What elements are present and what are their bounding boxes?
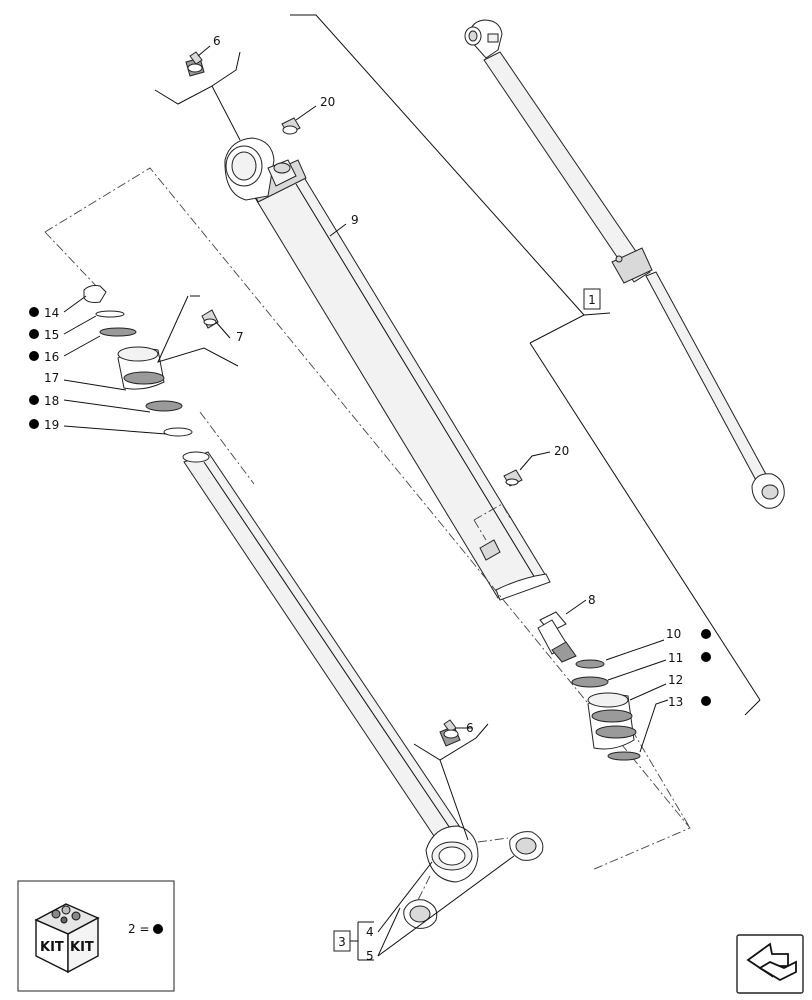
callout-15: 15: [44, 328, 59, 342]
plug-20-mid: [503, 469, 523, 487]
plug-20-top: [281, 117, 301, 135]
callout-11: 11: [668, 651, 683, 665]
callout-8: 8: [588, 593, 596, 607]
arrow-navigation-icon[interactable]: [736, 934, 804, 994]
kit-dot-19: [29, 419, 39, 429]
callout-6-top: 6: [213, 34, 221, 48]
part-7-plug: [201, 309, 219, 329]
callout-18: 18: [44, 394, 59, 408]
callout-13: 13: [668, 695, 683, 709]
kit-legend-text: 2 =: [128, 922, 150, 936]
callout-1: 1: [588, 293, 596, 307]
callout-12: 12: [668, 673, 683, 687]
kit-dot-16: [29, 351, 39, 361]
callout-box-1: [583, 288, 601, 310]
part-16-ring: [99, 327, 137, 337]
bushing-lower: [403, 899, 438, 929]
part-13-ring: [607, 751, 641, 761]
callout-5: 5: [366, 949, 374, 963]
callout-19: 19: [44, 418, 59, 432]
callout-20-mid: 20: [554, 444, 569, 458]
part-15-ring: [95, 310, 125, 318]
callout-17: 17: [44, 371, 59, 385]
cylinder-barrel: [224, 137, 551, 601]
kit-dot-13: [701, 696, 711, 706]
piston-rod: [182, 451, 479, 883]
callout-10: 10: [666, 627, 681, 641]
part-11-ring: [571, 676, 609, 688]
kit-dot-10: [701, 629, 711, 639]
grease-fitting-rod: [439, 719, 461, 747]
part-18-ring: [145, 400, 183, 412]
kit-dot-15: [29, 329, 39, 339]
grease-fitting-top: [185, 51, 205, 77]
callout-14: 14: [44, 306, 59, 320]
callout-6-rod: 6: [466, 721, 474, 735]
part-8-bolt: [537, 611, 577, 663]
part-14-wiper: [83, 285, 107, 303]
callout-9: 9: [351, 213, 359, 227]
kit-dot-18: [29, 395, 39, 405]
kit-label-right: KIT: [70, 940, 94, 955]
callout-4: 4: [366, 925, 374, 939]
part-10-ring: [575, 659, 605, 669]
kit-box-icon: [34, 903, 100, 974]
part-17-gland: [117, 346, 165, 390]
assembled-cylinder-overview: [464, 19, 785, 509]
callout-16: 16: [44, 350, 59, 364]
callout-3: 3: [338, 935, 346, 949]
part-12-piston: [587, 692, 637, 750]
bushing-upper: [509, 831, 544, 861]
kit-label-left: KIT: [40, 940, 64, 955]
kit-dot-14: [29, 307, 39, 317]
callout-20-top: 20: [320, 95, 335, 109]
kit-dot-11: [701, 652, 711, 662]
callout-7: 7: [236, 330, 244, 344]
kit-legend-dot: [153, 924, 163, 934]
part-19-ring: [163, 427, 193, 437]
